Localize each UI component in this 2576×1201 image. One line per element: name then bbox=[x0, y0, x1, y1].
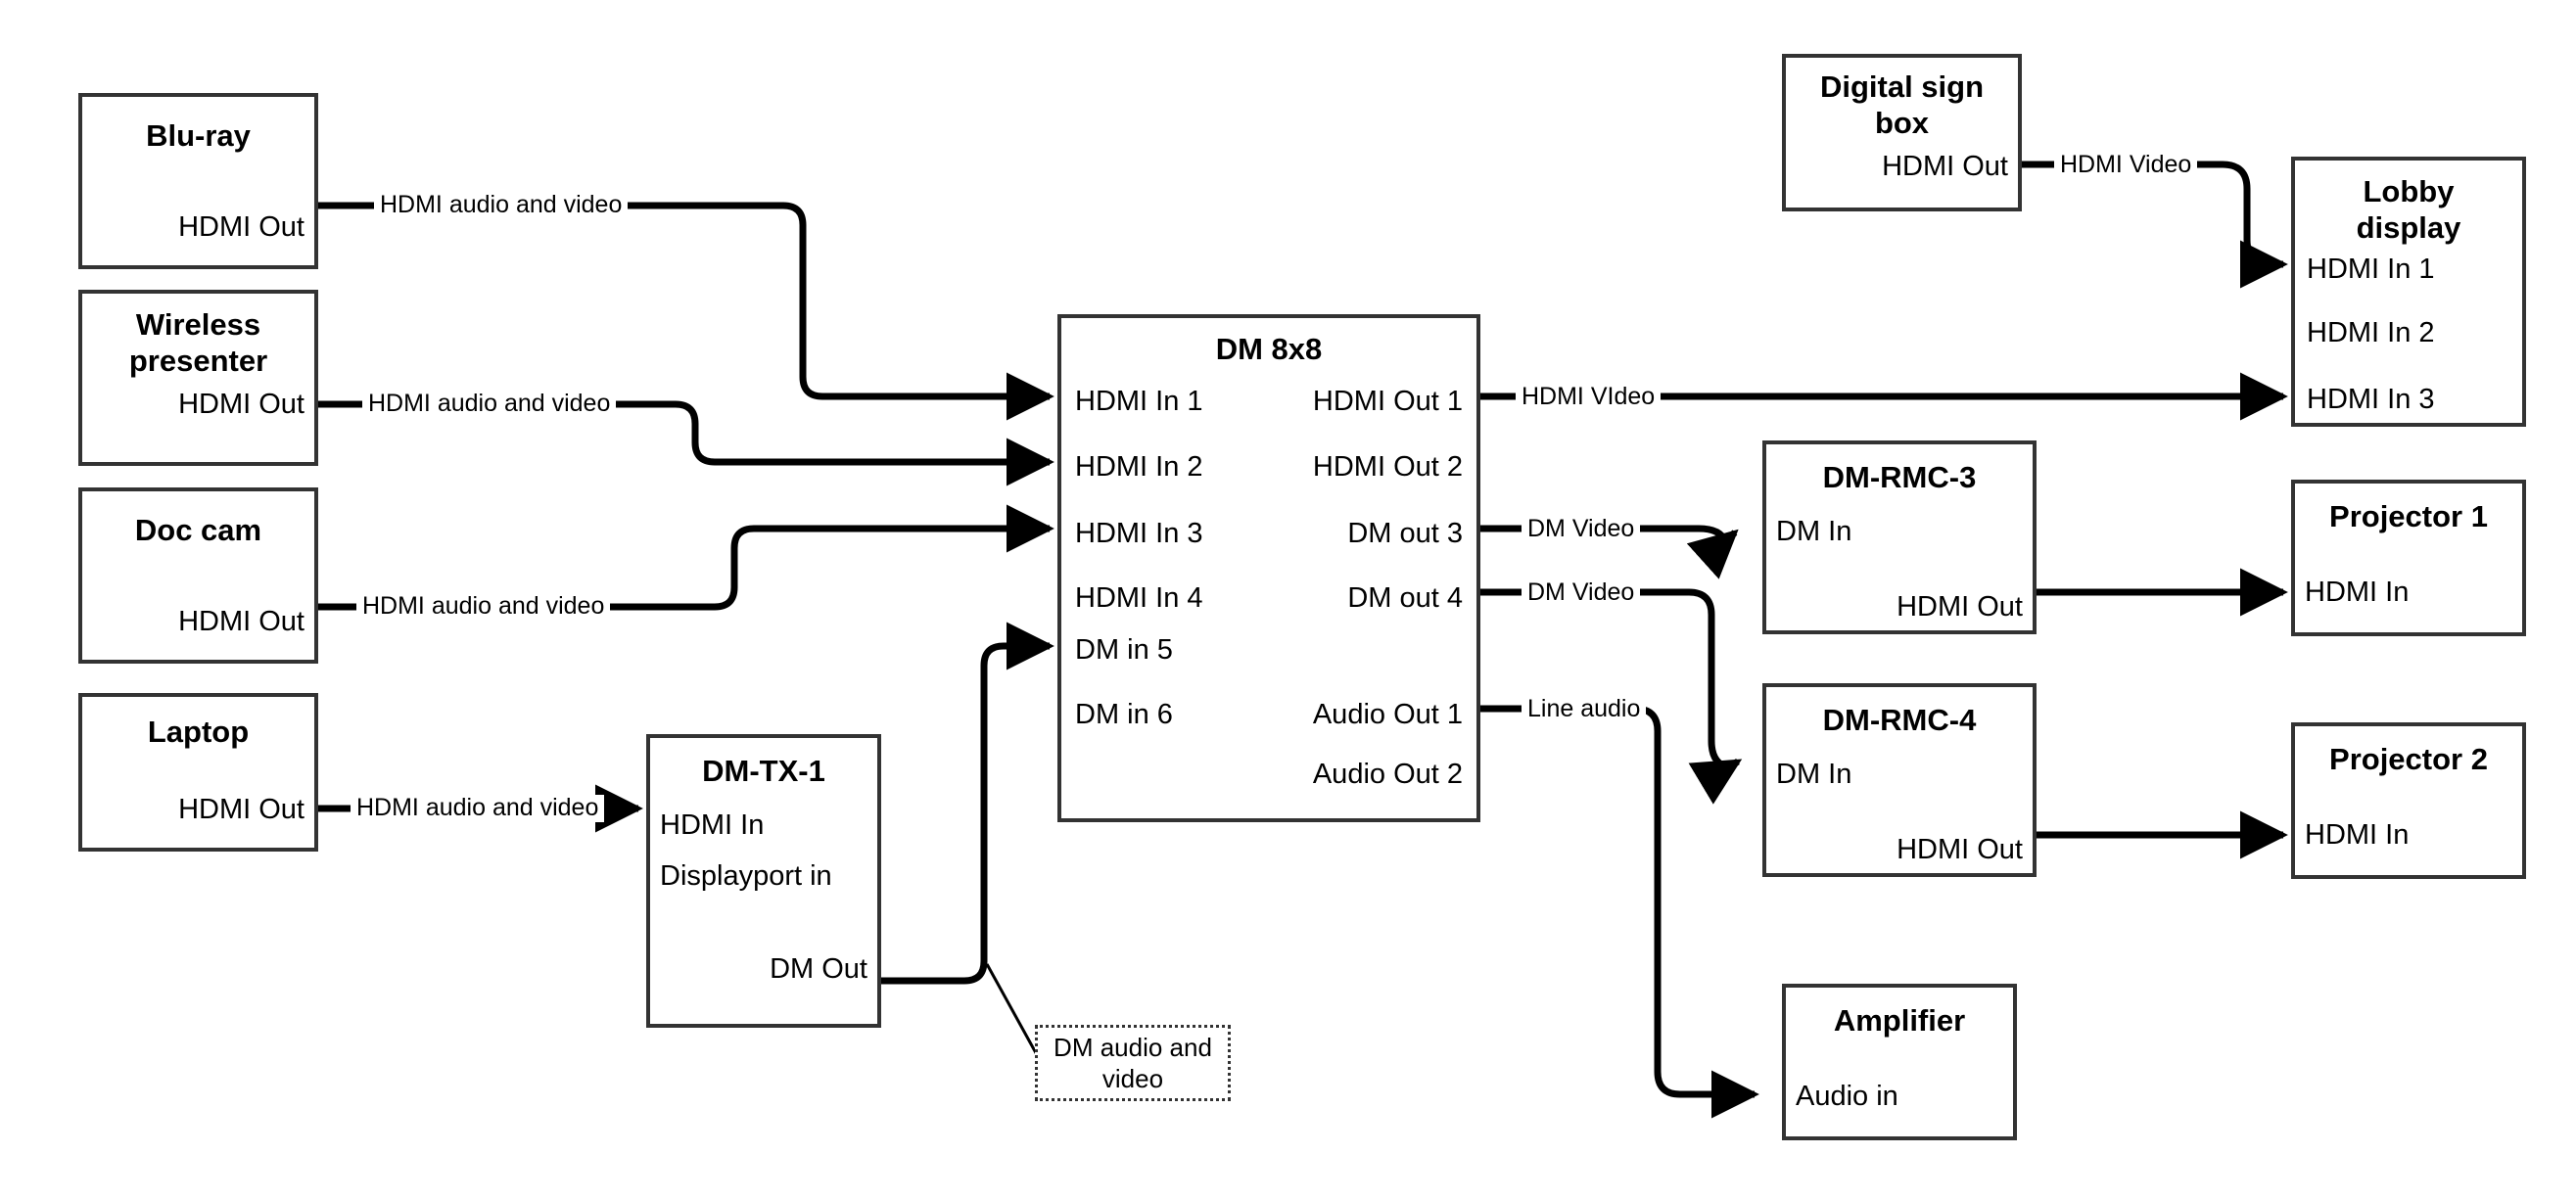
node-dm-rmc-4-title: DM-RMC-4 bbox=[1822, 703, 1977, 737]
node-laptop[interactable]: Laptop HDMI Out bbox=[78, 693, 318, 852]
note-dm-audio-and-video: DM audio and video bbox=[1035, 1025, 1231, 1101]
node-dm-rmc-4-port-hdmi-out: HDMI Out bbox=[1897, 833, 2023, 865]
node-wireless-presenter[interactable]: Wireless presenter HDMI Out bbox=[78, 290, 318, 466]
edge-label-wireless-to-hdmi-in-2: HDMI audio and video bbox=[362, 390, 617, 418]
node-laptop-title: Laptop bbox=[147, 715, 250, 749]
node-dm-8x8-port-audio-out-1: Audio Out 1 bbox=[1312, 699, 1463, 730]
node-dm-tx-1-port-dm-out: DM Out bbox=[770, 953, 867, 986]
node-laptop-port-hdmi-out: HDMI Out bbox=[178, 793, 304, 825]
node-dm-8x8-port-hdmi-in-3: HDMI In 3 bbox=[1075, 518, 1203, 549]
node-amplifier-port-audio-in: Audio in bbox=[1796, 1080, 1898, 1112]
edge-label-doccam-to-hdmi-in-3: HDMI audio and video bbox=[356, 592, 611, 621]
node-lobby-display-port-hdmi-in-2: HDMI In 2 bbox=[2307, 317, 2435, 348]
node-digital-sign-box-port-hdmi-out: HDMI Out bbox=[1882, 151, 2008, 183]
edge-label-dm-out-3-to-dmrmc3: DM Video bbox=[1522, 515, 1641, 543]
node-bluray-port-hdmi-out: HDMI Out bbox=[178, 210, 304, 243]
node-projector-1[interactable]: Projector 1 HDMI In bbox=[2291, 480, 2526, 636]
node-dm-8x8-port-dm-out-3: DM out 3 bbox=[1347, 518, 1463, 549]
node-amplifier[interactable]: Amplifier Audio in bbox=[1782, 984, 2017, 1140]
node-amplifier-title: Amplifier bbox=[1833, 1003, 1966, 1038]
node-digital-sign-box-title: Digital sign box bbox=[1819, 69, 1985, 140]
node-dm-rmc-4-port-dm-in: DM In bbox=[1776, 758, 1852, 790]
node-dm-rmc-3-title: DM-RMC-3 bbox=[1822, 460, 1977, 494]
node-dm-rmc-3-port-hdmi-out: HDMI Out bbox=[1897, 590, 2023, 623]
node-projector-2-port-hdmi-in: HDMI In bbox=[2305, 818, 2410, 851]
node-wireless-presenter-port-hdmi-out: HDMI Out bbox=[178, 389, 304, 421]
node-dm-8x8-port-hdmi-in-4: HDMI In 4 bbox=[1075, 582, 1203, 614]
wire-bluray-to-hdmi-in-1 bbox=[318, 202, 1054, 421]
node-dm-8x8-port-dm-out-4: DM out 4 bbox=[1347, 582, 1463, 614]
node-lobby-display-port-hdmi-in-3: HDMI In 3 bbox=[2307, 384, 2435, 415]
node-doc-cam[interactable]: Doc cam HDMI Out bbox=[78, 487, 318, 664]
leader-line-dm-audio-video bbox=[985, 963, 1042, 1061]
node-dm-8x8[interactable]: DM 8x8 HDMI In 1 HDMI In 2 HDMI In 3 HDM… bbox=[1057, 314, 1480, 822]
wire-dm-out-4-to-dmrmc4 bbox=[1480, 588, 1743, 805]
node-dm-rmc-4[interactable]: DM-RMC-4 DM In HDMI Out bbox=[1762, 683, 2037, 877]
node-dm-8x8-port-hdmi-in-1: HDMI In 1 bbox=[1075, 386, 1203, 417]
node-dm-tx-1-title: DM-TX-1 bbox=[702, 754, 825, 788]
node-dm-tx-1-port-hdmi-in: HDMI In bbox=[660, 808, 765, 841]
node-dm-tx-1[interactable]: DM-TX-1 HDMI In Displayport in DM Out bbox=[646, 734, 881, 1028]
wire-audio-out-1-to-amplifier bbox=[1480, 705, 1759, 1119]
edge-label-sign-to-lobby-hdmi-in-1: HDMI Video bbox=[2054, 151, 2198, 179]
node-dm-tx-1-port-displayport-in: Displayport in bbox=[660, 859, 832, 892]
node-projector-2-title: Projector 2 bbox=[2329, 742, 2488, 776]
edge-label-bluray-to-hdmi-in-1: HDMI audio and video bbox=[374, 191, 629, 219]
node-dm-8x8-port-hdmi-out-1: HDMI Out 1 bbox=[1312, 386, 1463, 417]
node-digital-sign-box[interactable]: Digital sign box HDMI Out bbox=[1782, 54, 2022, 211]
node-bluray-title: Blu-ray bbox=[146, 118, 251, 153]
node-bluray[interactable]: Blu-ray HDMI Out bbox=[78, 93, 318, 269]
node-doc-cam-port-hdmi-out: HDMI Out bbox=[178, 605, 304, 637]
node-lobby-display-port-hdmi-in-1: HDMI In 1 bbox=[2307, 254, 2435, 285]
edge-label-hdmi-out-1-to-lobby-hdmi-in-3: HDMI VIdeo bbox=[1516, 383, 1662, 411]
node-dm-rmc-3-port-dm-in: DM In bbox=[1776, 515, 1852, 547]
edge-label-audio-out-1-to-amplifier: Line audio bbox=[1522, 695, 1647, 723]
node-dm-8x8-port-dm-in-5: DM in 5 bbox=[1075, 634, 1173, 666]
node-dm-8x8-port-hdmi-out-2: HDMI Out 2 bbox=[1312, 451, 1463, 483]
edge-label-dm-out-4-to-dmrmc4: DM Video bbox=[1522, 578, 1641, 607]
node-projector-2[interactable]: Projector 2 HDMI In bbox=[2291, 722, 2526, 879]
node-dm-8x8-port-audio-out-2: Audio Out 2 bbox=[1312, 759, 1463, 790]
node-projector-1-port-hdmi-in: HDMI In bbox=[2305, 576, 2410, 608]
node-dm-8x8-port-hdmi-in-2: HDMI In 2 bbox=[1075, 451, 1203, 483]
wire-dmtx1-to-dm-in-5 bbox=[881, 622, 1054, 985]
node-wireless-presenter-title: Wireless presenter bbox=[128, 307, 268, 378]
node-dm-8x8-port-dm-in-6: DM in 6 bbox=[1075, 699, 1173, 730]
node-lobby-display[interactable]: Lobby display HDMI In 1 HDMI In 2 HDMI I… bbox=[2291, 157, 2526, 427]
node-projector-1-title: Projector 1 bbox=[2329, 499, 2488, 533]
node-dm-rmc-3[interactable]: DM-RMC-3 DM In HDMI Out bbox=[1762, 440, 2037, 634]
node-lobby-display-title: Lobby display bbox=[2356, 174, 2461, 245]
edge-label-laptop-to-dmtx1: HDMI audio and video bbox=[351, 794, 605, 822]
wire-sign-to-lobby-hdmi-in-1 bbox=[2022, 161, 2288, 289]
node-doc-cam-title: Doc cam bbox=[134, 513, 262, 547]
node-dm-8x8-title: DM 8x8 bbox=[1215, 332, 1323, 366]
